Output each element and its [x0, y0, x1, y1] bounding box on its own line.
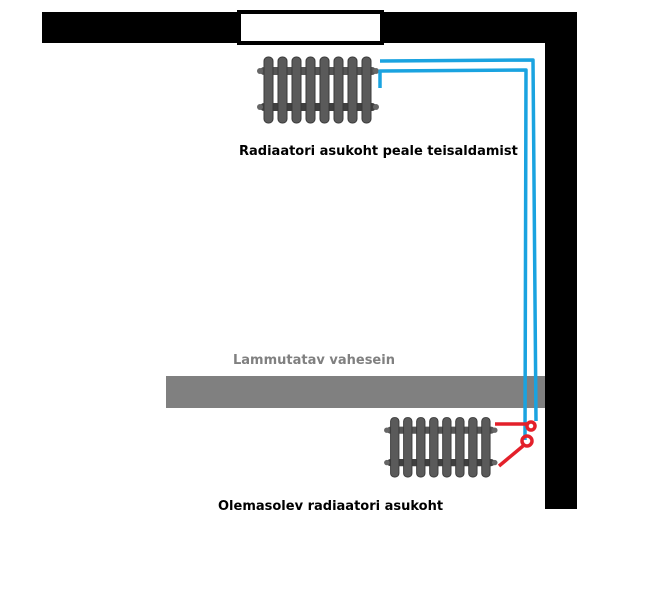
right-wall [545, 12, 577, 509]
window [237, 10, 384, 45]
label-existing-location: Olemasolev radiaatori asukoht [218, 499, 444, 514]
radiator-existing-location [383, 417, 498, 478]
label-wall-to-demolish: Lammutatav vahesein [233, 353, 395, 368]
label-new-location: Radiaatori asukoht peale teisaldamist [239, 144, 518, 159]
old-pipes [495, 420, 537, 468]
radiator-new-location [256, 56, 380, 124]
partition-wall [166, 376, 545, 408]
new-pipes [378, 58, 538, 441]
